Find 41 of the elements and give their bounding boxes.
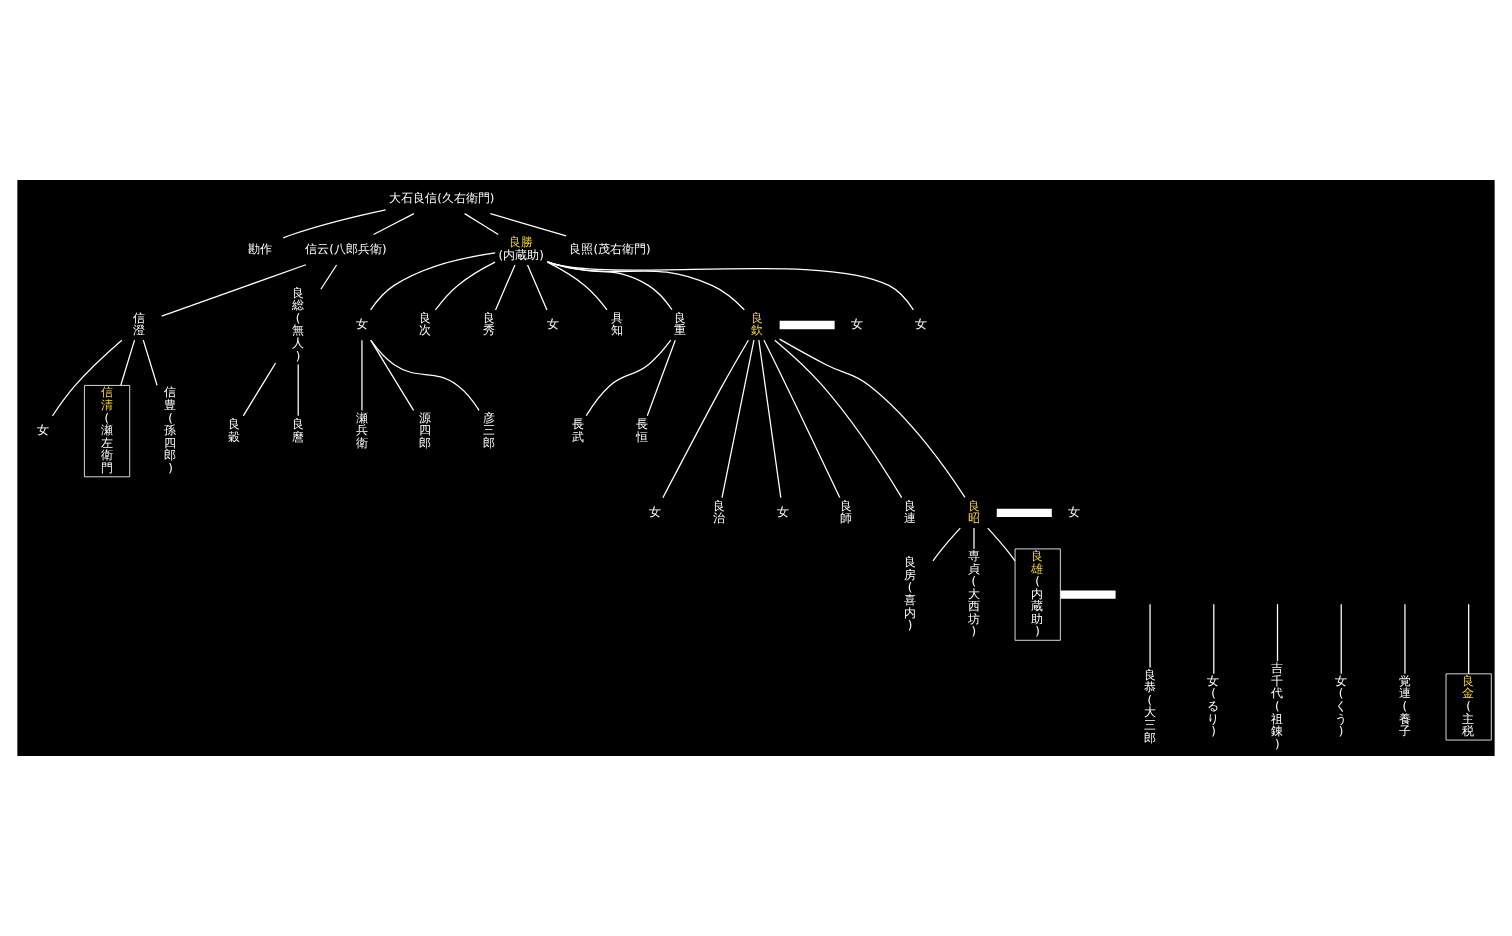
connector xyxy=(434,261,496,311)
connector xyxy=(646,339,676,417)
connector xyxy=(282,209,387,239)
connector xyxy=(1149,603,1151,669)
connector xyxy=(297,363,299,417)
connector xyxy=(758,339,782,499)
connector xyxy=(142,339,158,386)
connector xyxy=(779,320,835,330)
connector xyxy=(547,261,673,311)
connector xyxy=(526,264,548,311)
connector xyxy=(546,261,745,311)
connector xyxy=(51,339,123,417)
connector xyxy=(320,264,338,290)
connector xyxy=(1404,603,1406,675)
connector xyxy=(372,212,415,236)
connector xyxy=(242,362,277,417)
connector xyxy=(778,338,966,498)
connector xyxy=(987,527,1016,562)
connector xyxy=(489,212,567,237)
connector xyxy=(120,339,136,386)
connector xyxy=(370,252,496,311)
connector xyxy=(721,339,755,499)
connector xyxy=(546,261,915,311)
connector xyxy=(662,339,749,499)
connector xyxy=(585,339,672,417)
connector xyxy=(1060,590,1116,599)
connector xyxy=(161,264,307,317)
connector xyxy=(464,212,499,236)
connector xyxy=(361,339,363,412)
connector xyxy=(1213,603,1215,675)
connector xyxy=(494,264,516,311)
connector xyxy=(370,339,415,412)
connector xyxy=(774,339,903,499)
connector xyxy=(1468,603,1470,675)
connector xyxy=(996,508,1052,518)
connector xyxy=(1276,603,1279,662)
connector xyxy=(1340,603,1342,675)
connector xyxy=(370,339,480,411)
connector xyxy=(546,261,608,311)
connector xyxy=(932,527,961,562)
connector xyxy=(763,339,841,499)
